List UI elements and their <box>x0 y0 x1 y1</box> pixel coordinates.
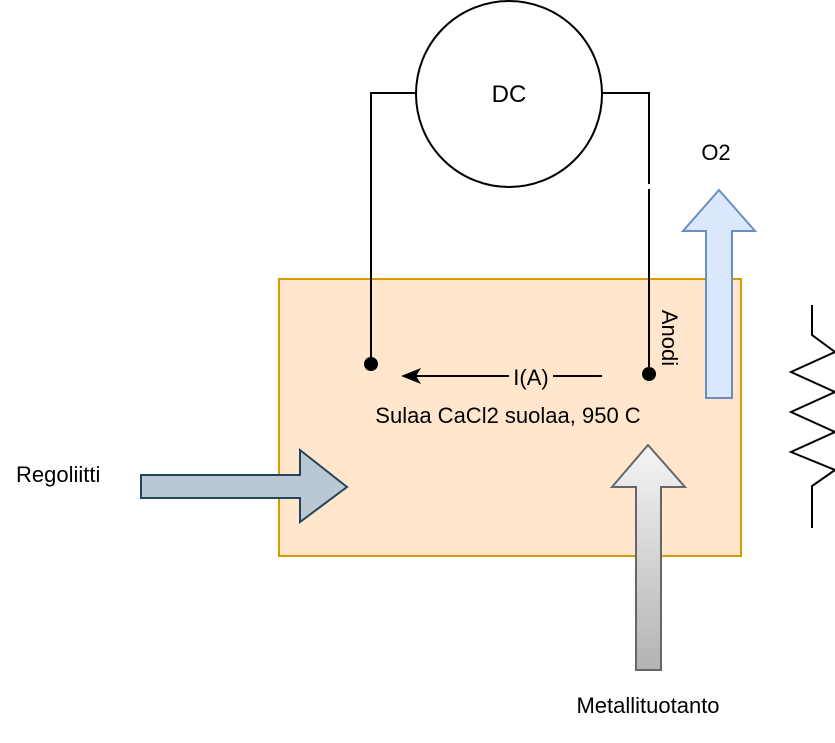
regolith-label: Regoliitti <box>16 462 100 487</box>
bath-label: Sulaa CaCl2 suolaa, 950 C <box>375 403 640 428</box>
cathode-wire <box>370 92 417 363</box>
oxygen-arrow <box>680 188 758 399</box>
current-arrowhead <box>401 368 421 384</box>
current-label-bg <box>509 362 553 388</box>
anode-wire <box>601 92 650 184</box>
anode-label: Anodi <box>657 310 682 366</box>
metal-production-arrow <box>609 443 688 671</box>
cathode-terminal <box>364 357 378 371</box>
dc-label: DC <box>492 81 527 108</box>
molten-salt-bath <box>278 278 742 557</box>
anode-terminal <box>642 367 656 381</box>
current-label: I(A) <box>513 365 548 390</box>
oxygen-label: O2 <box>701 140 730 165</box>
metal-production-label: Metallituotanto <box>576 693 719 718</box>
regolith-arrow <box>140 447 349 524</box>
heater-resistor-icon <box>788 305 835 528</box>
dc-power-source <box>415 0 603 188</box>
